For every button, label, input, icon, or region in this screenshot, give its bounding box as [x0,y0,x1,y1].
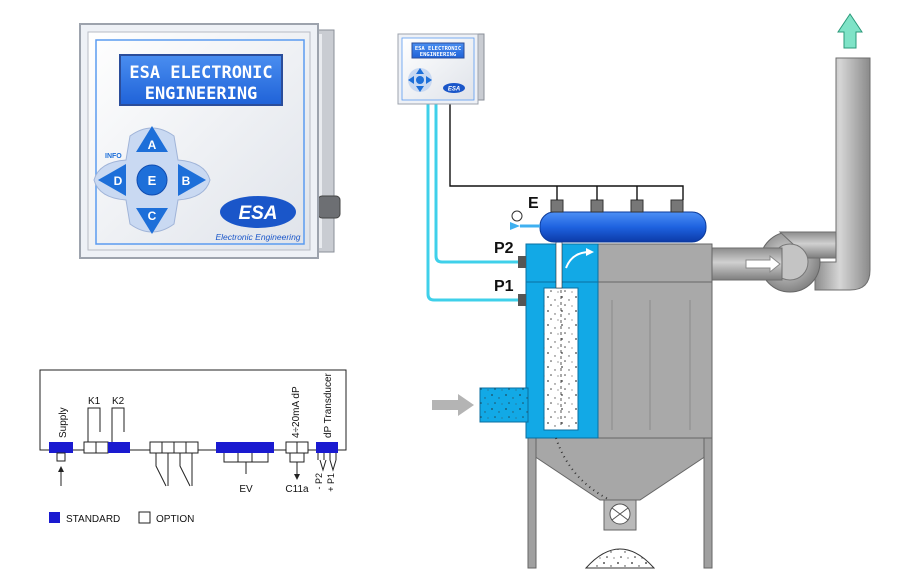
transducer-ports [319,459,337,472]
valve-2 [590,199,604,213]
relay-terminal-standard [108,442,130,453]
legend-option-swatch [138,511,151,524]
k2-contact [111,407,125,442]
air-supply-arrow [510,222,520,230]
ev-terminal [216,442,274,453]
p1-port-label: + P1 [326,473,336,492]
controller-small-lcd [411,42,465,59]
analog-label: 4÷20mA dP [291,386,302,438]
p1-port [518,294,526,306]
supply-terminal [49,442,73,453]
analog-arrow-head [294,474,300,480]
option-switch-3 [179,453,191,487]
valve-4 [670,199,684,213]
ev-bracket [223,453,269,463]
rotary-valve-vanes [611,507,629,521]
enter-button-label: E [148,173,157,188]
air-manifold [539,211,707,243]
label-p2: P2 [494,240,514,257]
option-terminal-3 [173,441,187,454]
k1-contact [87,407,101,442]
c11a-label: C11a [285,484,309,495]
solenoid-valves [550,199,684,213]
lcd-line1: ESA ELECTRONIC [129,63,272,83]
option-terminal-1 [149,441,163,454]
legend-option-label: OPTION [156,514,194,525]
supply-label: Supply [58,407,69,438]
controller-screw [317,195,341,219]
supply-small-box [56,452,66,462]
legend-standard-label: STANDARD [66,514,120,525]
controller-small: ESA ELECTRONIC ENGINEERING ESA [397,33,485,105]
option-terminal-4 [185,441,199,454]
label-e: E [528,195,539,212]
leg-right [703,437,713,569]
valve-3 [630,199,644,213]
transducer-label: dP Transducer [323,372,334,438]
filter-system: E P2 P1 [426,13,871,569]
p2-port [518,256,526,268]
transducer-terminal [316,442,338,453]
up-button[interactable] [136,126,168,152]
control-cable-drops [556,186,638,200]
p1-tube [426,104,520,302]
esa-logo [220,196,296,228]
right-button-label: B [182,174,191,188]
k1-label: K1 [88,396,101,407]
hopper [527,437,713,501]
exhaust-duct [814,57,871,291]
left-button-label: D [114,174,123,188]
brand-text: Electronic Engineering [215,232,300,242]
valve-1 [550,199,564,213]
lcd-line2: ENGINEERING [145,84,258,104]
enter-button[interactable] [136,164,168,196]
controller-small-logo-text: ESA [448,87,460,93]
right-button[interactable] [178,164,206,196]
relay-terminal-1 [83,441,97,454]
esa-logo-text: ESA [238,203,277,224]
ev-label: EV [239,484,253,495]
exhaust-arrow [837,13,863,49]
wiring-diagram: Supply K1 K2 EV 4÷20mA dP [39,369,347,525]
controller-large: ESA ELECTRONIC ENGINEERING A C D B E INF… [79,23,341,259]
k2-label: K2 [112,396,125,407]
label-p1: P1 [494,278,514,295]
relay-terminal-2 [95,441,109,454]
up-button-label: A [148,138,157,152]
inlet-dust [480,388,528,422]
analog-bracket [289,453,305,463]
controller-face-border [95,39,305,245]
dust-pile [584,548,656,569]
controller-small-lcd-line1: ESA ELECTRONIC [415,46,461,52]
inlet-flow-arrow [432,394,474,416]
down-button-label: C [148,209,157,223]
lcd-display [119,54,283,106]
controller-small-lcd-line2: ENGINEERING [420,52,457,58]
control-cable [449,104,684,200]
left-button[interactable] [98,164,126,196]
pressure-gauge [511,210,523,222]
leg-left [527,437,537,569]
legend-standard-swatch [49,512,60,523]
down-button[interactable] [136,208,168,234]
p2-port-label: - P2 [314,473,324,490]
option-terminal-2 [161,441,175,454]
outlet-flow-arrow [745,254,781,274]
controller-small-arrows [408,68,432,92]
transducer-leads [317,453,337,460]
analog-terminal-2 [296,441,309,454]
analog-terminal-1 [285,441,298,454]
p2-tube [434,104,520,264]
controller-small-enter [416,76,424,84]
pulse-arrow-head [586,248,594,256]
falling-dust [555,437,611,501]
controller-small-logo [443,83,465,93]
option-switch-1 [155,453,167,487]
supply-arrow-head [58,466,64,472]
info-label: INFO [105,153,122,160]
